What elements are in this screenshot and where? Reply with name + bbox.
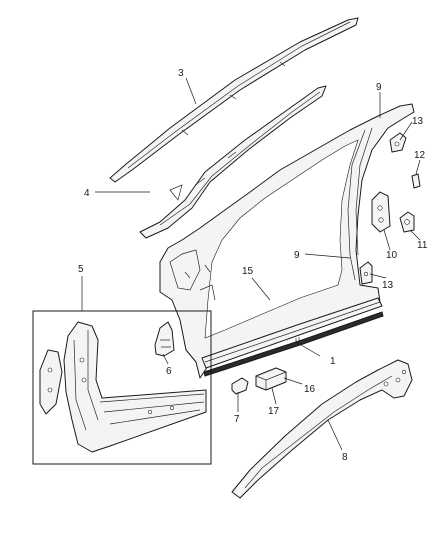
callout-5: 5 bbox=[78, 264, 84, 275]
part-3-roof-rail bbox=[109, 17, 359, 183]
callout-9-lower: 9 bbox=[294, 250, 300, 261]
callout-8: 8 bbox=[342, 452, 348, 463]
callout-7: 7 bbox=[234, 414, 240, 425]
part-7-plug bbox=[231, 377, 249, 395]
part-13-upper-plate bbox=[389, 132, 407, 153]
callout-13-lower: 13 bbox=[382, 280, 394, 291]
part-17-block bbox=[255, 367, 287, 391]
body-side-aperture bbox=[159, 103, 415, 379]
callout-6: 6 bbox=[166, 366, 172, 377]
callout-12: 12 bbox=[414, 150, 426, 161]
callout-labels: 3 4 5 9 13 12 10 11 13 9 15 1 6 7 16 17 … bbox=[78, 68, 428, 463]
inset-detail-box bbox=[32, 310, 212, 465]
callout-1: 1 bbox=[330, 356, 336, 367]
part-11-bracket bbox=[399, 211, 415, 233]
part-13-lower-plate bbox=[359, 261, 373, 285]
callout-16: 16 bbox=[304, 384, 316, 395]
callout-15: 15 bbox=[242, 266, 254, 277]
callout-11: 11 bbox=[417, 240, 428, 251]
callout-10: 10 bbox=[386, 250, 398, 261]
part-4-inner-roof-rail bbox=[139, 85, 327, 239]
part-10-bracket bbox=[371, 191, 391, 233]
part-5-inset-pillar bbox=[63, 321, 207, 453]
part-8-lower-rail bbox=[231, 359, 413, 499]
callout-17: 17 bbox=[268, 406, 280, 417]
part-12-cap bbox=[411, 173, 421, 189]
callout-13-upper: 13 bbox=[412, 116, 424, 127]
leader-lines bbox=[81, 77, 421, 451]
part-6-bracket bbox=[154, 321, 175, 357]
callout-4: 4 bbox=[84, 188, 90, 199]
callout-3: 3 bbox=[178, 68, 184, 79]
inset-reinforcement-plate bbox=[39, 349, 63, 415]
callout-9-upper: 9 bbox=[376, 82, 382, 93]
